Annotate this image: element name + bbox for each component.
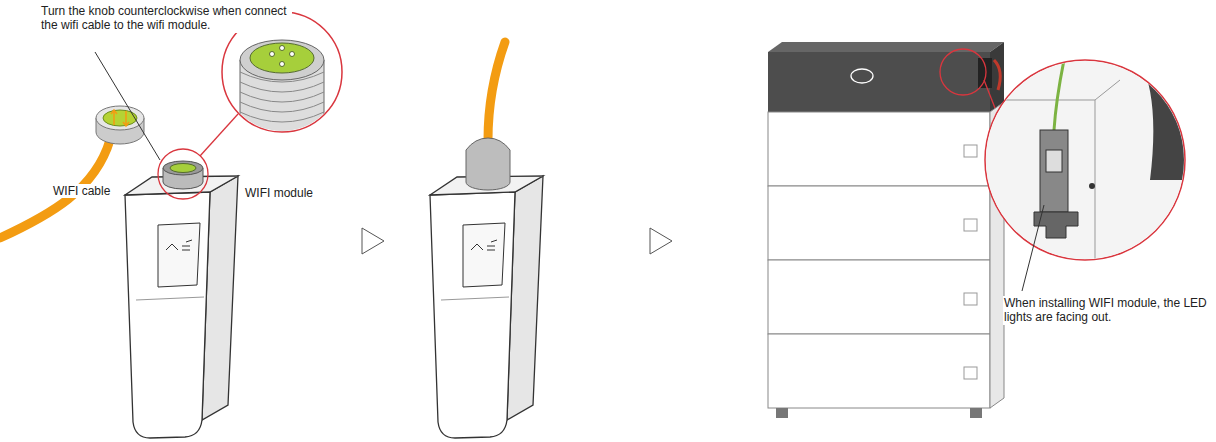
control-box (768, 52, 990, 112)
logo-mark (851, 69, 873, 83)
battery-cabinet (768, 42, 1004, 418)
wifi-module-drawing (125, 176, 238, 438)
module-tag (964, 293, 977, 305)
led-window (1046, 150, 1062, 172)
pin (270, 52, 275, 57)
pin (290, 52, 295, 57)
module-front (125, 192, 210, 438)
install-closeup (985, 60, 1191, 262)
socket-closeup (240, 40, 324, 140)
cabinet-top (768, 42, 1004, 52)
module-seam (441, 297, 509, 300)
direction-arrows (111, 110, 129, 126)
wifi-module-connected (430, 42, 543, 438)
battery-module (768, 112, 990, 186)
orange-cable (488, 42, 505, 140)
pin (280, 62, 285, 67)
cable-cap (466, 138, 510, 190)
step-arrow (362, 228, 384, 254)
socket-pins (170, 164, 196, 173)
zoom-marker (158, 149, 208, 199)
battery-module (768, 260, 990, 334)
socket-rim (240, 40, 324, 80)
battery-module (768, 186, 990, 260)
zoom-line (984, 80, 995, 108)
bracket (1034, 212, 1078, 238)
module-front (430, 192, 515, 438)
led-icons (471, 240, 497, 250)
module-tag (964, 145, 977, 157)
module-tag (964, 219, 977, 231)
pin (280, 46, 285, 51)
socket-top (163, 161, 203, 175)
leader-line (1022, 205, 1044, 291)
socket-face (250, 43, 314, 73)
foot (970, 408, 982, 418)
instruction-note: Turn the knob counterclockwise when conn… (40, 4, 292, 33)
green-cable (1054, 60, 1064, 130)
module-tag (964, 367, 977, 379)
part-label: WIFI module (244, 186, 314, 200)
leader-line (95, 52, 160, 160)
wifi-module-mounted (1040, 130, 1068, 212)
led-icons (166, 240, 192, 250)
cable (994, 60, 1000, 90)
battery-module (768, 334, 990, 408)
zoom-marker (940, 49, 986, 95)
module-socket (163, 161, 203, 189)
led-window (158, 223, 200, 287)
screw (1089, 183, 1095, 189)
wifi-cable-drawing (0, 106, 144, 238)
cabinet-edges (985, 80, 1120, 262)
zoom-line (200, 114, 238, 156)
part-label: WIFI cable (52, 184, 111, 198)
step-arrow (650, 228, 672, 254)
instruction-note: When installing WIFI module, the LED lig… (1003, 296, 1210, 325)
foot (776, 408, 788, 418)
cabinet-fitting (1140, 60, 1191, 180)
cable-ring-top (96, 106, 144, 130)
module-seam (136, 297, 204, 300)
led-window (463, 223, 505, 287)
